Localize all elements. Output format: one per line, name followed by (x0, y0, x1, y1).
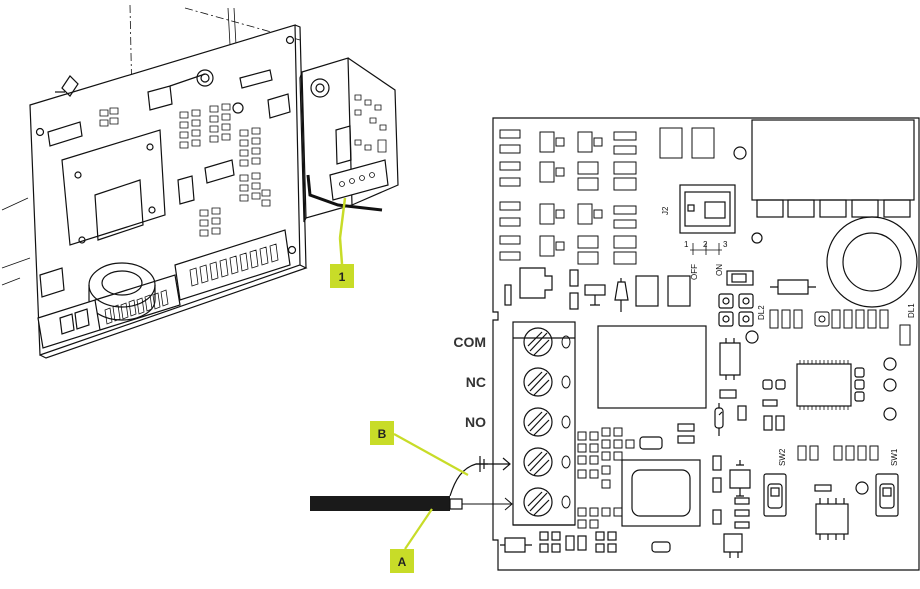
on-label: ON (715, 264, 724, 276)
callout-a-label: A (398, 555, 407, 569)
dl2-label: DL2 (757, 305, 766, 320)
antenna-cable (310, 456, 513, 511)
callout-b-box (370, 421, 394, 445)
terminal-screws (523, 327, 553, 517)
callout-1-box (330, 264, 354, 288)
shield-wire (449, 457, 511, 497)
terminal-nc-label: NC (466, 374, 486, 390)
dip-1-label: 1 (684, 240, 689, 249)
callout-1-label: 1 (339, 270, 346, 284)
off-label: OFF (690, 264, 699, 280)
sw1-label: SW1 (890, 448, 899, 466)
board-labels: J2 1 2 3 OFF ON DL1 DL2 SW2 SW1 (661, 206, 916, 466)
dl1-label: DL1 (907, 303, 916, 318)
callout-a: A (390, 508, 433, 573)
terminal-no-label: NO (465, 414, 486, 430)
j2-label: J2 (661, 206, 670, 215)
callout-a-box (390, 549, 414, 573)
terminal-com-label: COM (453, 334, 486, 350)
receiver-board-top-view (492, 117, 920, 571)
cable-core (449, 498, 463, 510)
dip-3-label: 3 (723, 240, 728, 249)
callout-b: B (370, 421, 469, 476)
sw2-label: SW2 (778, 448, 787, 466)
control-board-perspective (1, 4, 399, 359)
cable-jacket (310, 496, 450, 511)
core-wire (462, 497, 513, 511)
callout-b-leader (393, 433, 469, 476)
callout-a-leader (404, 508, 433, 550)
callout-b-label: B (378, 427, 387, 441)
callout-1-leader (338, 197, 347, 239)
dip-2-label: 2 (703, 240, 708, 249)
callout-1: 1 (330, 197, 354, 288)
ground-symbol (476, 456, 488, 472)
